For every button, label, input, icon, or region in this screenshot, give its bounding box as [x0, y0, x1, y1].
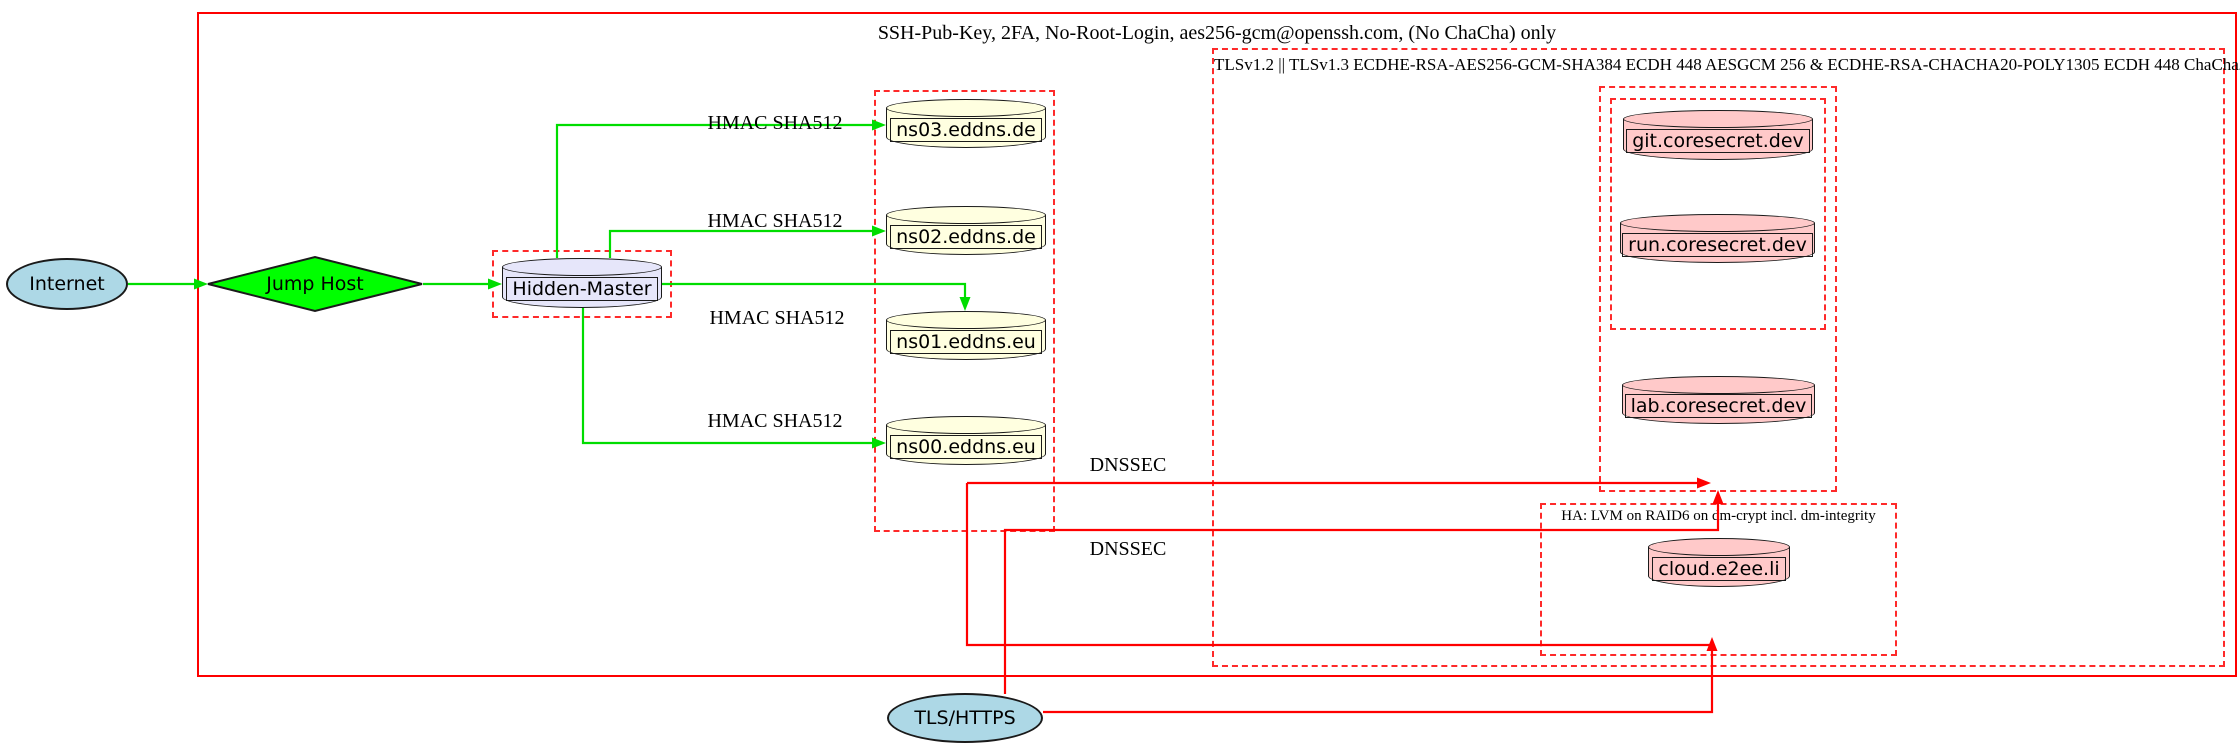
- arrowhead: [872, 119, 886, 131]
- arrowhead: [1706, 637, 1718, 651]
- arrowhead: [872, 437, 886, 449]
- edge-hiddenmaster-ns03: [555, 123, 872, 258]
- ns00-label: ns00.eddns.eu: [890, 434, 1042, 459]
- cloud-e2ee-label: cloud.e2ee.li: [1652, 556, 1786, 581]
- arrowhead: [1712, 490, 1724, 504]
- ns03-label: ns03.eddns.de: [890, 117, 1042, 142]
- edge-hiddenmaster-ns00: [581, 308, 872, 445]
- lab-coresecret-label: lab.coresecret.dev: [1624, 394, 1813, 418]
- arrowhead: [1697, 477, 1711, 489]
- edge-dnssec-to-ha-cluster: [965, 483, 1712, 647]
- ns02-node: ns02.eddns.de: [886, 206, 1046, 255]
- edge-hiddenmaster-ns02: [608, 229, 872, 258]
- hmac-sha512-label-1: HMAC SHA512: [707, 112, 843, 134]
- cylinder-top: [886, 311, 1046, 329]
- internet-label: Internet: [29, 273, 105, 295]
- dnssec-label-2: DNSSEC: [1089, 538, 1167, 560]
- git-coresecret-node: git.coresecret.dev: [1623, 110, 1813, 160]
- ns02-label: ns02.eddns.de: [890, 224, 1042, 249]
- red-edges: [965, 481, 1720, 714]
- ssh-hardening-cluster-box: SSH-Pub-Key, 2FA, No-Root-Login, aes256-…: [197, 12, 2237, 677]
- cylinder-top: [1620, 214, 1815, 232]
- edge-hiddenmaster-ns01: [662, 282, 967, 297]
- dnssec-label-1: DNSSEC: [1089, 454, 1167, 476]
- hmac-sha512-label-3: HMAC SHA512: [709, 307, 845, 329]
- ns01-label: ns01.eddns.eu: [890, 329, 1042, 354]
- tls-cipher-cluster-box: TLSv1.2 || TLSv1.3 ECDHE-RSA-AES256-GCM-…: [1212, 48, 2240, 667]
- cylinder-top: [886, 416, 1046, 434]
- cylinder-body: [502, 267, 662, 308]
- green-edges: [128, 123, 967, 445]
- internet-node: Internet: [6, 258, 128, 310]
- nameserver-cluster-box: [874, 90, 1055, 532]
- ns03-node: ns03.eddns.de: [886, 99, 1046, 148]
- git-coresecret-label: git.coresecret.dev: [1626, 129, 1810, 153]
- red-arrowheads: [1697, 477, 1724, 651]
- lab-coresecret-node: lab.coresecret.dev: [1622, 376, 1815, 424]
- jump-host-node: Jump Host: [208, 258, 422, 310]
- cylinder-top: [886, 206, 1046, 224]
- ns01-node: ns01.eddns.eu: [886, 311, 1046, 360]
- hmac-sha512-label-4: HMAC SHA512: [707, 410, 843, 432]
- hidden-master-node: Hidden-Master: [502, 258, 662, 308]
- edge-tlshttps-to-lab-cluster: [1003, 502, 1720, 694]
- edge-tlshttps-to-ha-cluster: [1043, 651, 1714, 714]
- tls-cluster-label: TLSv1.2 || TLSv1.3 ECDHE-RSA-AES256-GCM-…: [1214, 55, 2240, 74]
- cylinder-top: [1622, 376, 1815, 394]
- hmac-sha512-label-2: HMAC SHA512: [707, 210, 843, 232]
- cylinder-top: [1648, 538, 1790, 556]
- cloud-e2ee-node: cloud.e2ee.li: [1648, 538, 1790, 587]
- arrowhead: [959, 297, 971, 311]
- green-arrowheads: [194, 119, 971, 449]
- hidden-master-label: Hidden-Master: [506, 277, 658, 301]
- tls-https-node: TLS/HTTPS: [887, 693, 1043, 743]
- jump-host-diamond: [207, 255, 423, 313]
- git-run-cluster-box: [1610, 98, 1826, 330]
- arrowhead: [488, 278, 502, 290]
- tls-https-label: TLS/HTTPS: [914, 707, 1016, 729]
- ssh-cluster-label: SSH-Pub-Key, 2FA, No-Root-Login, aes256-…: [877, 22, 1557, 44]
- arrowhead: [194, 278, 208, 290]
- arrowhead: [872, 225, 886, 237]
- jump-host-label: Jump Host: [266, 273, 364, 295]
- ns00-node: ns00.eddns.eu: [886, 416, 1046, 465]
- cylinder-top: [886, 99, 1046, 117]
- run-coresecret-node: run.coresecret.dev: [1620, 214, 1815, 263]
- run-coresecret-label: run.coresecret.dev: [1622, 232, 1813, 257]
- cylinder-top: [1623, 110, 1813, 128]
- cylinder-top: [502, 258, 662, 276]
